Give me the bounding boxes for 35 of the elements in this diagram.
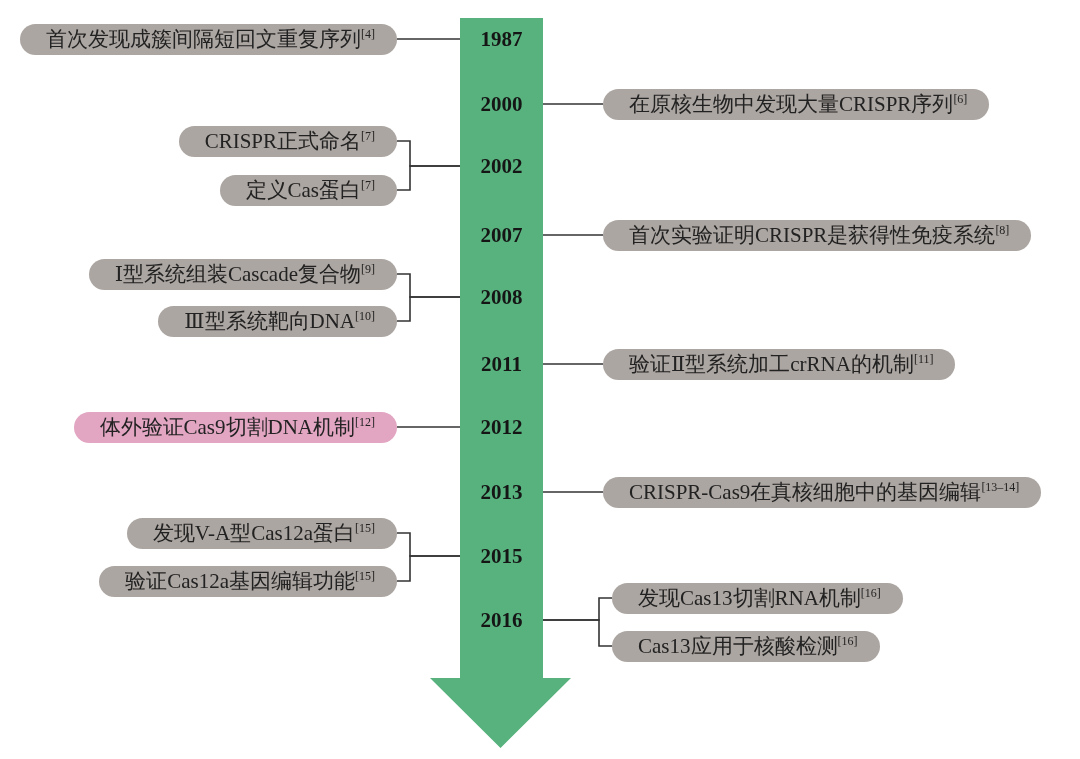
event-pill: Ⅰ型系统组装Cascade复合物$^{[9]}$ <box>88 258 397 290</box>
year-label: 2007 <box>460 222 543 248</box>
year-label: 2015 <box>460 543 543 569</box>
connector-line <box>396 38 461 40</box>
event-pill: 首次实验证明CRISPR是获得性免疫系统$^{[8]}$ <box>603 219 1032 251</box>
connector-line <box>396 296 461 322</box>
connector-line <box>542 619 613 647</box>
event-pill: Ⅲ型系统靶向DNA$^{[10]}$ <box>158 305 397 337</box>
connector-line <box>542 103 604 105</box>
event-pill: 发现V-A型Cas12a蛋白$^{[15]}$ <box>126 517 397 549</box>
year-label: 2011 <box>460 351 543 377</box>
connector-line <box>542 491 604 493</box>
event-pill: 在原核生物中发现大量CRISPR序列$^{[6]}$ <box>603 88 990 120</box>
year-label: 2016 <box>460 607 543 633</box>
year-label: 2002 <box>460 153 543 179</box>
year-label: 2013 <box>460 479 543 505</box>
year-label: 2008 <box>460 284 543 310</box>
event-pill: 发现Cas13切割RNA机制$^{[16]}$ <box>612 582 903 614</box>
event-pill: 定义Cas蛋白$^{[7]}$ <box>219 174 397 206</box>
event-pill: CRISPR正式命名$^{[7]}$ <box>178 125 397 157</box>
timeline-arrow <box>430 18 571 748</box>
event-pill: 首次发现成簇间隔短回文重复序列$^{[4]}$ <box>20 23 397 55</box>
connector-line <box>396 426 461 428</box>
connector-line <box>396 165 461 191</box>
event-pill: 体外验证Cas9切割DNA机制$^{[12]}$ <box>73 411 397 443</box>
event-pill: CRISPR-Cas9在真核细胞中的基因编辑$^{[13–14]}$ <box>603 476 1042 508</box>
year-label: 1987 <box>460 26 543 52</box>
year-label: 2012 <box>460 414 543 440</box>
connector-line <box>542 234 604 236</box>
year-label: 2000 <box>460 91 543 117</box>
event-pill: 验证Ⅱ型系统加工crRNA的机制$^{[11]}$ <box>603 348 956 380</box>
event-pill: 验证Cas12a基因编辑功能$^{[15]}$ <box>99 565 397 597</box>
connector-line <box>542 363 604 365</box>
event-pill: Cas13应用于核酸检测$^{[16]}$ <box>612 630 880 662</box>
connector-line <box>396 555 461 582</box>
